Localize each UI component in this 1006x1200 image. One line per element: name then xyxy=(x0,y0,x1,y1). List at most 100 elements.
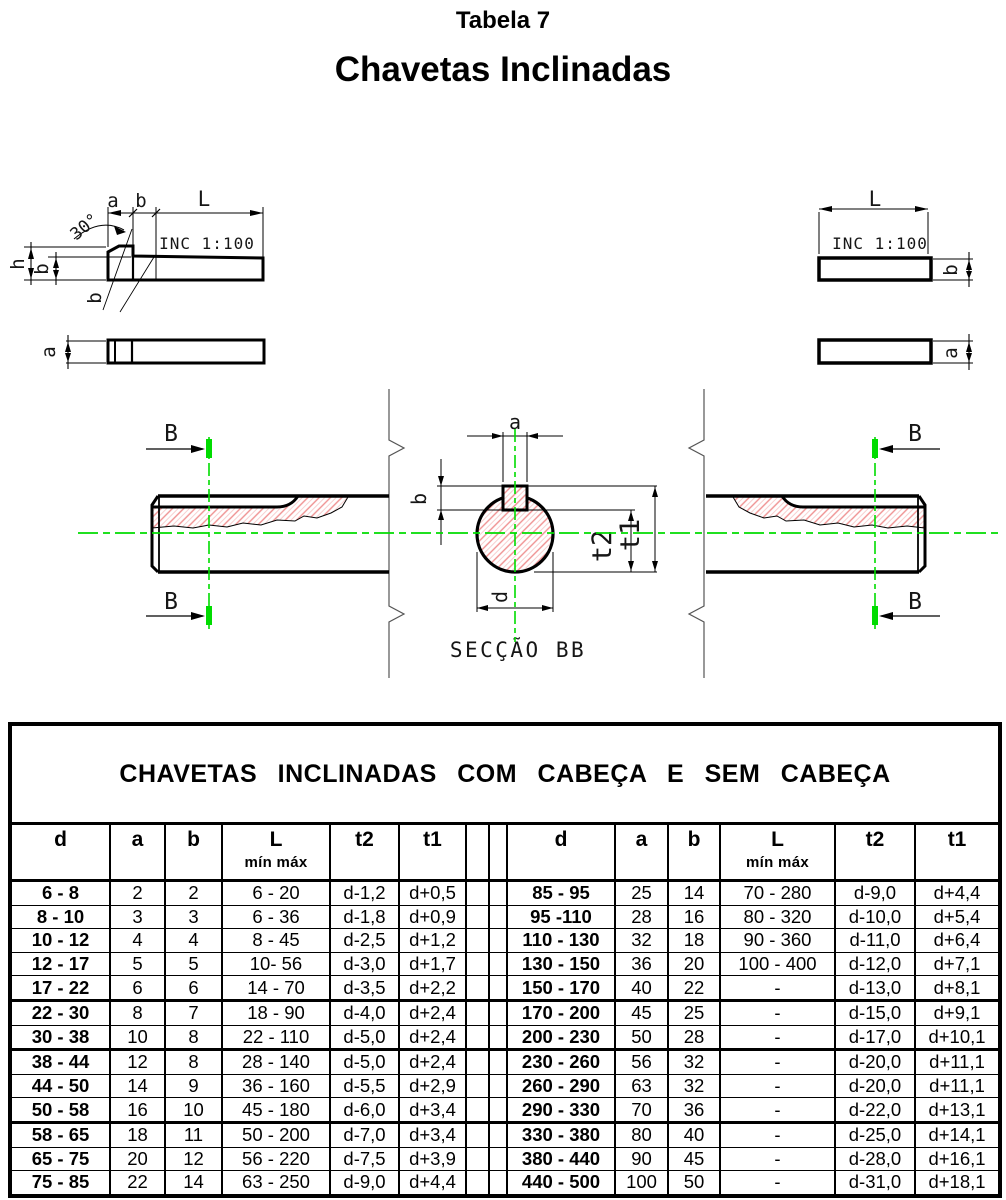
data-cell: d+10,1 xyxy=(913,1025,1002,1052)
dim-label-a: a xyxy=(940,347,962,358)
section-label-B: B xyxy=(908,589,922,615)
data-cell: d-3,5 xyxy=(329,975,400,1002)
data-cell: 30 - 38 xyxy=(9,1025,111,1052)
data-cell: 4 xyxy=(164,928,223,953)
data-cell: 4 xyxy=(109,928,166,953)
section-title: SECÇÃO BB xyxy=(450,636,586,662)
data-cell: d+9,1 xyxy=(913,1000,1002,1026)
data-cell: 56 xyxy=(614,1049,669,1075)
data-cell: d+18,1 xyxy=(913,1170,1002,1197)
inclination-label: INC 1:100 xyxy=(832,234,928,253)
spacer-cell xyxy=(488,1097,508,1124)
data-cell: 36 xyxy=(614,952,669,977)
data-cell: 50 - 58 xyxy=(9,1097,111,1124)
spacer-cell xyxy=(488,880,508,906)
dim-label-d: d xyxy=(488,591,512,603)
dim-label-a: a xyxy=(509,410,521,434)
data-cell: d+14,1 xyxy=(913,1122,1002,1148)
dim-label-b: b xyxy=(31,263,53,274)
section-arrowheads xyxy=(191,445,893,620)
data-cell: d-7,0 xyxy=(329,1122,400,1148)
page-title: Tabela 7 xyxy=(455,7,551,34)
data-cell: 50 xyxy=(667,1170,721,1197)
col-header-L-label: L xyxy=(269,828,283,851)
data-cell: d-5,0 xyxy=(329,1025,400,1052)
data-cell: - xyxy=(719,1000,836,1026)
data-cell: 12 xyxy=(109,1049,166,1075)
data-cell: 36 xyxy=(667,1097,721,1124)
data-cell: d-5,5 xyxy=(329,1074,400,1099)
data-cell: 45 - 180 xyxy=(221,1097,331,1124)
data-cell: d+3,4 xyxy=(398,1122,467,1148)
data-cell: 3 xyxy=(109,905,166,930)
data-cell: 56 - 220 xyxy=(221,1147,331,1172)
data-cell: 200 - 230 xyxy=(506,1025,616,1052)
col-header-L: L mín máx xyxy=(221,823,331,882)
spacer-cell xyxy=(488,1000,508,1026)
data-cell: 28 xyxy=(614,905,669,930)
dim-label-t2: t2 xyxy=(587,530,618,563)
data-cell: 260 - 290 xyxy=(506,1074,616,1099)
col-header-a: a xyxy=(614,823,669,882)
col-header-t2: t2 xyxy=(834,823,916,882)
data-cell: - xyxy=(719,1025,836,1052)
angle-label: 30° xyxy=(67,210,103,245)
data-cell: d+1,2 xyxy=(398,928,467,953)
data-cell: d-7,5 xyxy=(329,1147,400,1172)
dim-label-L: L xyxy=(869,187,882,211)
data-cell: 130 - 150 xyxy=(506,952,616,977)
data-cell: d+2,4 xyxy=(398,1025,467,1052)
data-cell: d+0,9 xyxy=(398,905,467,930)
key-with-head-top-view xyxy=(65,335,266,369)
data-cell: 28 - 140 xyxy=(221,1049,331,1075)
data-cell: - xyxy=(719,1122,836,1148)
centerlines xyxy=(78,429,1003,642)
spacer-cell xyxy=(465,1074,490,1099)
data-cell: 22 - 30 xyxy=(9,1000,111,1026)
data-cell: d-17,0 xyxy=(834,1025,916,1052)
col-header-b: b xyxy=(164,823,223,882)
spacer-cell xyxy=(488,1049,508,1075)
data-cell: d+1,7 xyxy=(398,952,467,977)
data-cell: d-13,0 xyxy=(834,975,916,1002)
data-cell: 20 xyxy=(667,952,721,977)
data-cell: 95 -110 xyxy=(506,905,616,930)
data-cell: d-22,0 xyxy=(834,1097,916,1124)
data-cell: d+16,1 xyxy=(913,1147,1002,1172)
col-header-d: d xyxy=(9,823,111,882)
spacer-cell xyxy=(488,905,508,930)
col-header-a: a xyxy=(109,823,166,882)
data-cell: d+4,4 xyxy=(398,1170,467,1197)
data-cell: 9 xyxy=(164,1074,223,1099)
data-cell: d-3,0 xyxy=(329,952,400,977)
table-title-row: CHAVETAS INCLINADAS COM CABEÇA E SEM CAB… xyxy=(8,724,1002,825)
data-cell: 8 - 45 xyxy=(221,928,331,953)
spacer-cell xyxy=(465,823,490,882)
data-cell: d+11,1 xyxy=(913,1049,1002,1075)
spacer-cell xyxy=(465,905,490,930)
data-cell: d+5,4 xyxy=(913,905,1002,930)
data-cell: 2 xyxy=(109,880,166,906)
data-cell: d-11,0 xyxy=(834,928,916,953)
page-subtitle: Chavetas Inclinadas xyxy=(334,50,672,89)
spacer-cell xyxy=(465,1147,490,1172)
spacer-cell xyxy=(465,1170,490,1197)
spacer-cell xyxy=(465,1122,490,1148)
data-cell: 40 xyxy=(614,975,669,1002)
col-header-L-sub: mín máx xyxy=(746,854,809,871)
data-cell: 14 xyxy=(667,880,721,906)
data-cell: 70 xyxy=(614,1097,669,1124)
dimension-table-container: CHAVETAS INCLINADAS COM CABEÇA E SEM CAB… xyxy=(8,722,1003,1198)
spacer-cell xyxy=(488,1170,508,1197)
section-label-B: B xyxy=(164,421,178,447)
data-cell: 7 xyxy=(164,1000,223,1026)
spacer-cell xyxy=(465,928,490,953)
spacer-cell xyxy=(465,1000,490,1026)
